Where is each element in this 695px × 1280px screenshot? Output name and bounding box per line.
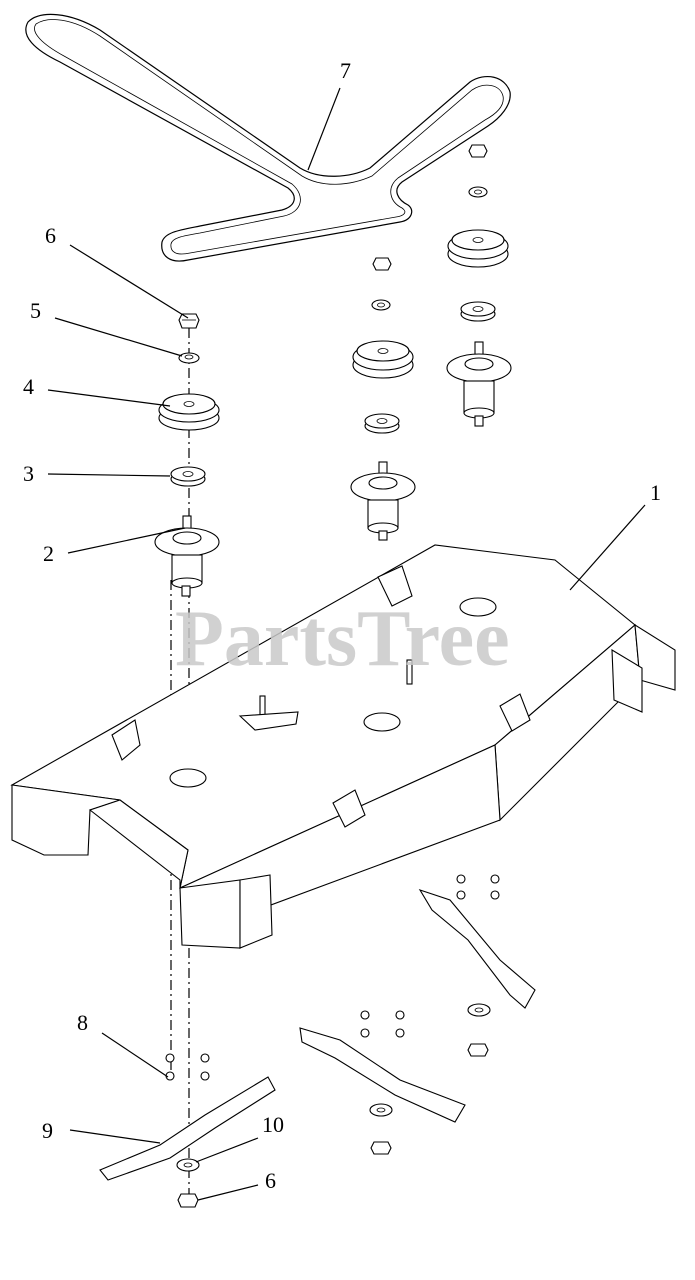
blade-nuts: [165, 874, 500, 1081]
mower-deck[interactable]: [10, 544, 676, 949]
watermark: PartsTree: [175, 595, 510, 683]
spindle-mid[interactable]: [350, 461, 416, 541]
spindle-left[interactable]: [154, 515, 220, 597]
nut-blade-right[interactable]: [467, 1043, 489, 1057]
washer-blade-left[interactable]: [176, 1158, 200, 1172]
nut-mid[interactable]: [372, 257, 392, 271]
washer-top[interactable]: [178, 352, 200, 364]
nut-right[interactable]: [468, 144, 488, 158]
blade-right[interactable]: [418, 889, 536, 1009]
nut-blade-left[interactable]: [177, 1193, 199, 1208]
spacer-left[interactable]: [170, 466, 206, 487]
nut-top[interactable]: [178, 313, 200, 329]
callout-7[interactable]: 7: [340, 58, 351, 83]
callout-9[interactable]: 9: [42, 1118, 53, 1143]
callout-8[interactable]: 8: [77, 1010, 88, 1035]
washer-mid[interactable]: [371, 299, 391, 311]
blade-mid[interactable]: [299, 1027, 466, 1123]
washer-blade-mid[interactable]: [369, 1103, 393, 1117]
washer-right[interactable]: [468, 186, 488, 198]
pulley-mid[interactable]: [352, 340, 414, 379]
callout-leaders: [47, 87, 646, 1201]
blade-left[interactable]: [99, 1076, 276, 1181]
spindle-right[interactable]: [446, 341, 512, 427]
callout-10[interactable]: 10: [262, 1112, 284, 1137]
spacer-mid[interactable]: [364, 413, 400, 434]
callout-6-bottom[interactable]: 6: [265, 1168, 276, 1193]
pulley-left[interactable]: [158, 393, 220, 431]
pulley-right[interactable]: [447, 229, 509, 268]
callout-4[interactable]: 4: [23, 374, 34, 399]
callout-1[interactable]: 1: [650, 480, 661, 505]
deck-hole-right: [459, 597, 497, 617]
deck-hole-mid: [363, 712, 401, 732]
callout-2[interactable]: 2: [43, 541, 54, 566]
washer-blade-right[interactable]: [467, 1003, 491, 1017]
drive-belt[interactable]: [25, 13, 511, 262]
callout-6-top[interactable]: 6: [45, 223, 56, 248]
callout-5[interactable]: 5: [30, 298, 41, 323]
nut-blade-mid[interactable]: [370, 1141, 392, 1155]
callout-3[interactable]: 3: [23, 461, 34, 486]
spacer-right[interactable]: [460, 301, 496, 322]
deck-hole-left: [169, 768, 207, 788]
